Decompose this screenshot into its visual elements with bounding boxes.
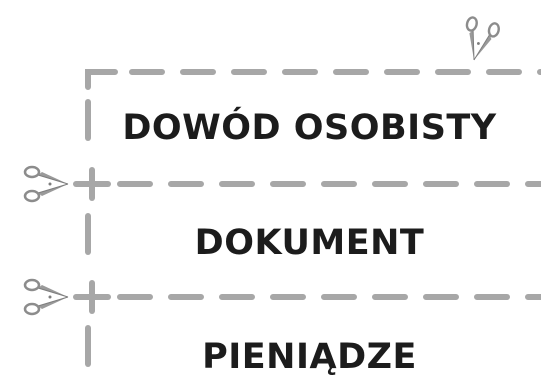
card-label-document: DOKUMENT <box>194 223 425 263</box>
plus-crosshair-icon <box>73 167 111 201</box>
card-label-money: PIENIĄDZE <box>202 337 417 377</box>
scissors-icon <box>23 278 70 316</box>
scissors-icon <box>457 15 502 66</box>
scissors-icon <box>23 165 70 203</box>
plus-crosshair-icon <box>73 280 111 314</box>
card-label-id-card: DOWÓD OSOBISTY <box>122 108 497 148</box>
top-cut-line <box>85 69 541 90</box>
